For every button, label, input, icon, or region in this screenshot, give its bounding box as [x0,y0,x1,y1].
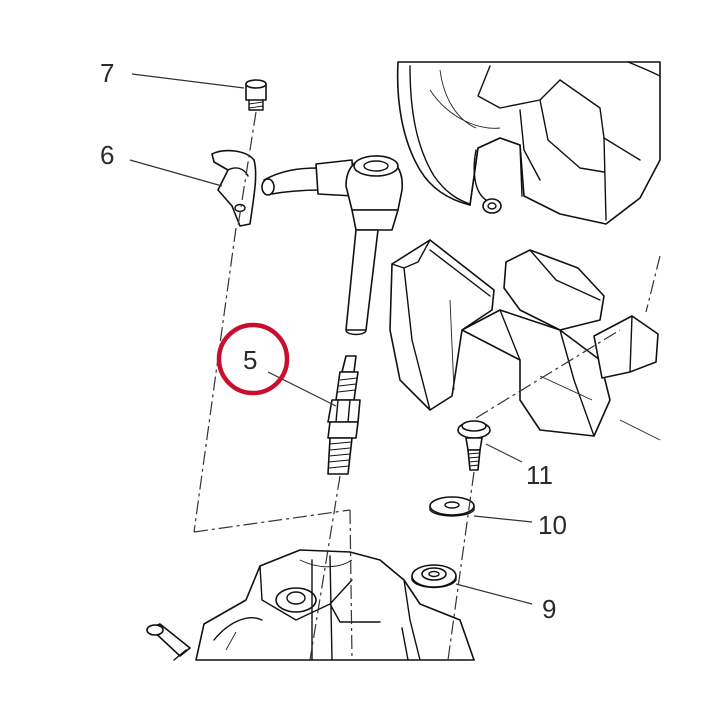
highlight-circle [216,322,290,396]
callout-labels: 7 6 5 11 10 9 [100,58,567,624]
callout-10: 10 [538,510,567,540]
bracket-6 [211,149,257,227]
rubber-mount-blocks [389,239,661,441]
callout-11: 11 [526,460,553,490]
callout-9: 9 [542,594,556,624]
washer-10 [429,496,475,517]
callout-6: 6 [100,140,114,170]
ignition-coil [261,155,403,336]
bolt-11 [457,420,491,471]
assembly-axes [193,111,621,661]
callout-5: 5 [243,345,257,375]
cylinder-head-cover [396,61,661,225]
callout-7: 7 [100,58,114,88]
grommet-9 [411,564,457,589]
cylinder-head [146,549,475,661]
spark-plug-5 [327,355,361,475]
screw-7 [245,79,267,111]
